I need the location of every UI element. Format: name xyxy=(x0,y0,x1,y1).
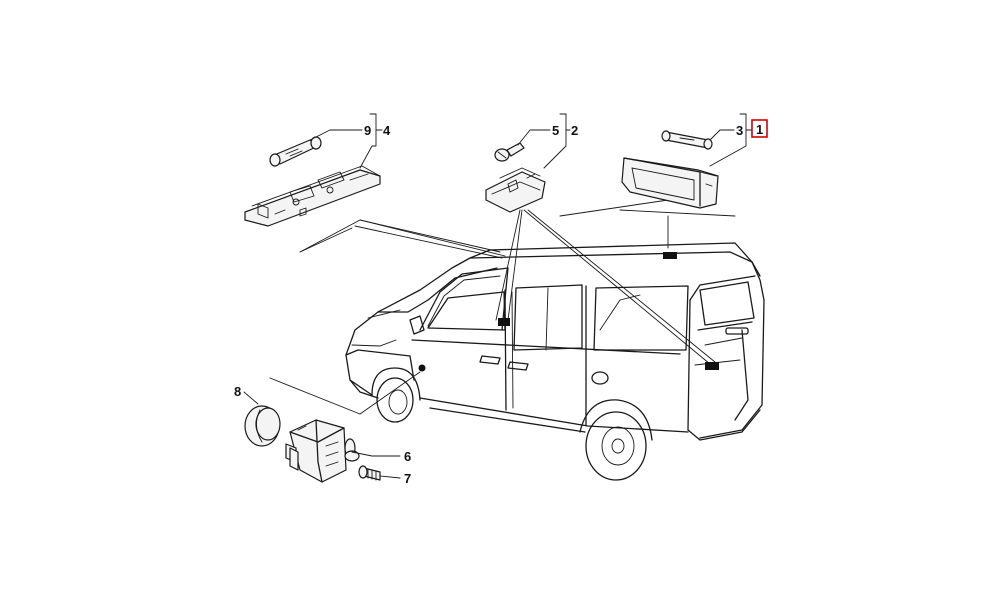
part-festoon-bulb-3 xyxy=(661,130,713,150)
callout-label-8: 8 xyxy=(234,384,241,399)
part-front-courtesy-lamp xyxy=(244,165,381,227)
callout-label-9: 9 xyxy=(364,123,371,138)
part-festoon-bulb-9 xyxy=(269,136,322,167)
leader-lines xyxy=(269,199,736,415)
callout-label-7: 7 xyxy=(404,471,411,486)
part-rear-dome-lamp xyxy=(621,157,719,209)
part-switch-6 xyxy=(285,419,360,483)
callout-label-1: 1 xyxy=(756,122,763,137)
part-wedge-bulb-5 xyxy=(494,142,525,162)
part-screw-7 xyxy=(358,465,381,481)
callout-label-4: 4 xyxy=(383,123,391,138)
callout-lines xyxy=(243,113,753,479)
part-centre-courtesy-lamp xyxy=(485,167,546,213)
highlight-box xyxy=(751,119,768,138)
callout-labels: 9 4 5 2 3 1 8 6 7 xyxy=(234,122,763,486)
callout-label-6: 6 xyxy=(404,449,411,464)
callout-label-5: 5 xyxy=(552,123,559,138)
callout-label-3: 3 xyxy=(736,123,743,138)
van-illustration xyxy=(345,242,765,481)
part-cap-8 xyxy=(244,405,281,447)
callout-label-2: 2 xyxy=(571,123,578,138)
location-markers xyxy=(498,252,719,370)
